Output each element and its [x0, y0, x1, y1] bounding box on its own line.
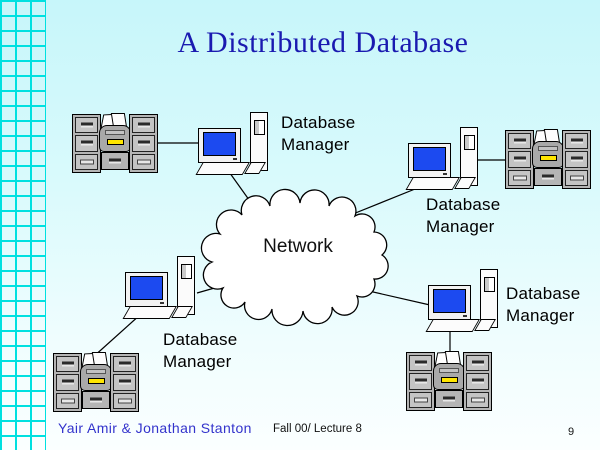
monitor — [198, 128, 241, 163]
cabinet-drawer — [508, 151, 531, 168]
cabinet-drawer — [132, 117, 155, 134]
power-led — [160, 302, 164, 304]
cabinet-drawer — [75, 153, 98, 170]
computer-icon-top-left — [190, 112, 268, 175]
cabinet-drawer — [409, 355, 432, 372]
cabinet-drawer — [56, 356, 79, 373]
file-cabinets-icon-top-right — [505, 129, 591, 189]
disk-drive — [463, 135, 475, 150]
database-manager-label-top-left: Database Manager — [281, 113, 356, 155]
disk-drive — [253, 120, 265, 135]
storage-machine-icon — [99, 113, 131, 171]
network-cloud-label: Network — [263, 236, 333, 257]
database-manager-label-bottom-left: Database Manager — [163, 330, 238, 372]
storage-machine-body — [532, 141, 564, 168]
disk-drive — [180, 264, 192, 279]
keyboard — [195, 162, 250, 175]
database-manager-label-top-right: Database Manager — [426, 195, 501, 237]
computer-icon-top-right — [400, 127, 478, 190]
monitor — [428, 285, 471, 320]
cabinet-drawer — [75, 117, 98, 134]
cabinet-drawer — [409, 391, 432, 408]
keyboard — [425, 319, 480, 332]
power-led — [233, 158, 237, 160]
yellow-slot — [106, 139, 124, 145]
page-title: A Distributed Database — [177, 26, 469, 59]
cabinet-drawer — [565, 169, 588, 186]
file-cabinets-icon-bottom-right — [406, 351, 492, 411]
cabinet-drawer — [466, 355, 489, 372]
cabinet-drawer — [101, 152, 129, 170]
monitor-screen — [130, 276, 163, 300]
cpu-tower — [460, 127, 478, 186]
storage-machine-body — [433, 363, 465, 390]
cabinet-drawer — [565, 151, 588, 168]
monitor — [125, 272, 168, 307]
cabinet-drawer — [565, 133, 588, 150]
cabinet-drawer — [82, 391, 110, 409]
cabinet-drawer — [75, 135, 98, 152]
file-cabinet — [72, 114, 101, 173]
computer-icon-bottom-right — [420, 269, 498, 332]
file-cabinets-icon-bottom-left — [53, 352, 139, 412]
storage-machine-body — [80, 364, 112, 391]
file-cabinet — [562, 130, 591, 189]
yellow-slot — [440, 377, 458, 383]
file-cabinet — [129, 114, 158, 173]
storage-machine-icon — [433, 351, 465, 409]
monitor-screen — [413, 147, 446, 171]
file-cabinet — [110, 353, 139, 412]
database-manager-label-bottom-right: Database Manager — [506, 284, 581, 326]
cabinet-drawer — [534, 168, 562, 186]
page-number: 9 — [568, 426, 575, 438]
cabinet-drawer — [113, 356, 136, 373]
file-cabinet — [463, 352, 492, 411]
connection-line-cloud-topright — [347, 186, 421, 217]
cabinet-drawer — [508, 133, 531, 150]
monitor — [408, 143, 451, 178]
cabinet-drawer — [56, 374, 79, 391]
cpu-tower — [250, 112, 268, 171]
graph-paper-grid — [0, 0, 46, 450]
cabinet-drawer — [113, 374, 136, 391]
cpu-tower — [177, 256, 195, 315]
keyboard — [122, 306, 177, 319]
cabinet-drawer — [409, 373, 432, 390]
footer-authors: Yair Amir & Jonathan Stanton — [58, 420, 252, 436]
connection-line-cabinets-bottomleft — [91, 313, 142, 359]
storage-machine-icon — [80, 352, 112, 410]
computer-icon-bottom-left — [117, 256, 195, 319]
storage-machine-body — [99, 125, 131, 152]
network-cloud-icon — [200, 188, 389, 327]
cabinet-drawer — [132, 135, 155, 152]
power-led — [443, 173, 447, 175]
keyboard — [405, 177, 460, 190]
disk-drive — [483, 277, 495, 292]
file-cabinet — [406, 352, 435, 411]
power-led — [463, 315, 467, 317]
file-cabinet — [505, 130, 534, 189]
storage-machine-icon — [532, 129, 564, 187]
file-cabinets-icon-top-left — [72, 113, 158, 173]
yellow-slot — [539, 155, 557, 161]
monitor-screen — [203, 132, 236, 156]
monitor-screen — [433, 289, 466, 313]
footer-course: Fall 00/ Lecture 8 — [273, 423, 362, 435]
cabinet-drawer — [113, 392, 136, 409]
cabinet-drawer — [466, 391, 489, 408]
cabinet-drawer — [466, 373, 489, 390]
cabinet-drawer — [132, 153, 155, 170]
file-cabinet — [53, 353, 82, 412]
yellow-slot — [87, 378, 105, 384]
cabinet-drawer — [56, 392, 79, 409]
cpu-tower — [480, 269, 498, 328]
cabinet-drawer — [508, 169, 531, 186]
cabinet-drawer — [435, 390, 463, 408]
